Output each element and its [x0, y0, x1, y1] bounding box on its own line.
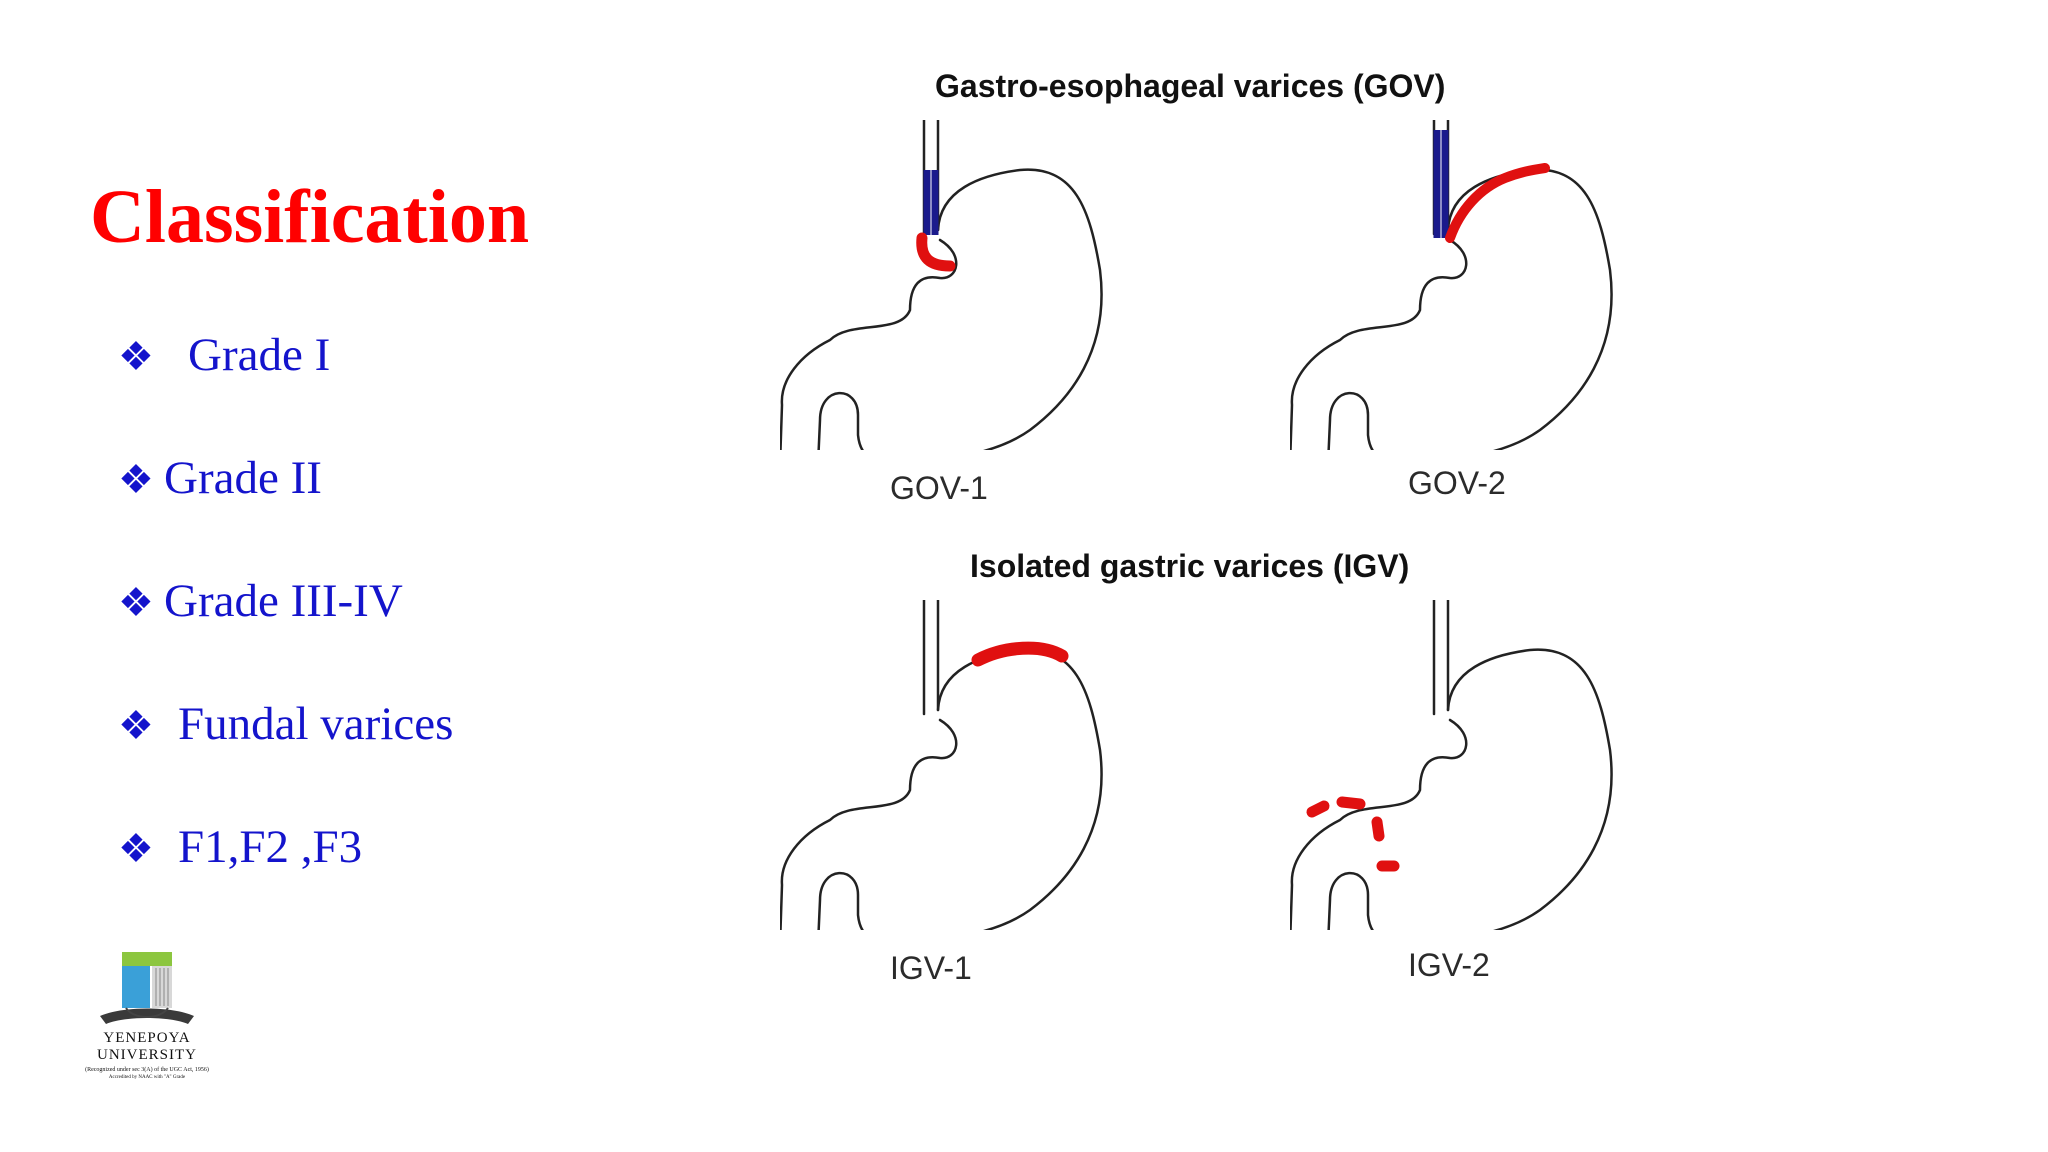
logo-subtitle: (Recognized under sec 3(A) of the UGC Ac… [85, 1067, 209, 1073]
gov-heading: Gastro-esophageal varices (GOV) [935, 68, 1446, 104]
igv-1-label: IGV-1 [890, 950, 972, 986]
diamond-bullet-icon: ❖ [118, 703, 154, 748]
igv-heading: Isolated gastric varices (IGV) [970, 548, 1410, 584]
logo-name-line1: YENEPOYA [103, 1030, 191, 1046]
bullet-item: ❖Grade II [118, 455, 322, 502]
stomach-igv-2-illustration [1290, 600, 1613, 930]
university-logo: YENEPOYA UNIVERSITY (Recognized under se… [52, 950, 242, 1090]
bullet-label: F1,F2 ,F3 [178, 821, 363, 873]
bullet-label: Grade II [164, 452, 322, 504]
diamond-bullet-icon: ❖ [118, 334, 154, 379]
diamond-bullet-icon: ❖ [118, 457, 154, 502]
bullet-item: ❖ F1,F2 ,F3 [118, 824, 362, 871]
bullet-label: Grade III-IV [164, 575, 403, 627]
gov-1-label: GOV-1 [890, 470, 988, 506]
varices-diagram: Gastro-esophageal varices (GOV) Isolated… [780, 60, 1680, 1020]
stomach-gov-2-illustration [1290, 120, 1613, 450]
bullet-item: ❖ Grade I [118, 332, 330, 379]
bullet-label: Fundal varices [178, 698, 454, 750]
logo-name-line2: UNIVERSITY [97, 1047, 197, 1063]
slide-title: Classification [90, 174, 530, 259]
diamond-bullet-icon: ❖ [118, 826, 154, 871]
stomach-igv-1-illustration [780, 600, 1103, 930]
university-crest-icon [100, 952, 194, 1024]
logo-accreditation: Accredited by NAAC with "A" Grade [108, 1075, 186, 1080]
stomach-gov-1-illustration [780, 120, 1103, 450]
bullet-item: ❖ Fundal varices [118, 701, 453, 748]
bullet-label: Grade I [188, 329, 331, 381]
gov-2-label: GOV-2 [1408, 465, 1506, 501]
igv-2-label: IGV-2 [1408, 947, 1490, 983]
bullet-item: ❖Grade III-IV [118, 578, 403, 625]
diamond-bullet-icon: ❖ [118, 580, 154, 625]
